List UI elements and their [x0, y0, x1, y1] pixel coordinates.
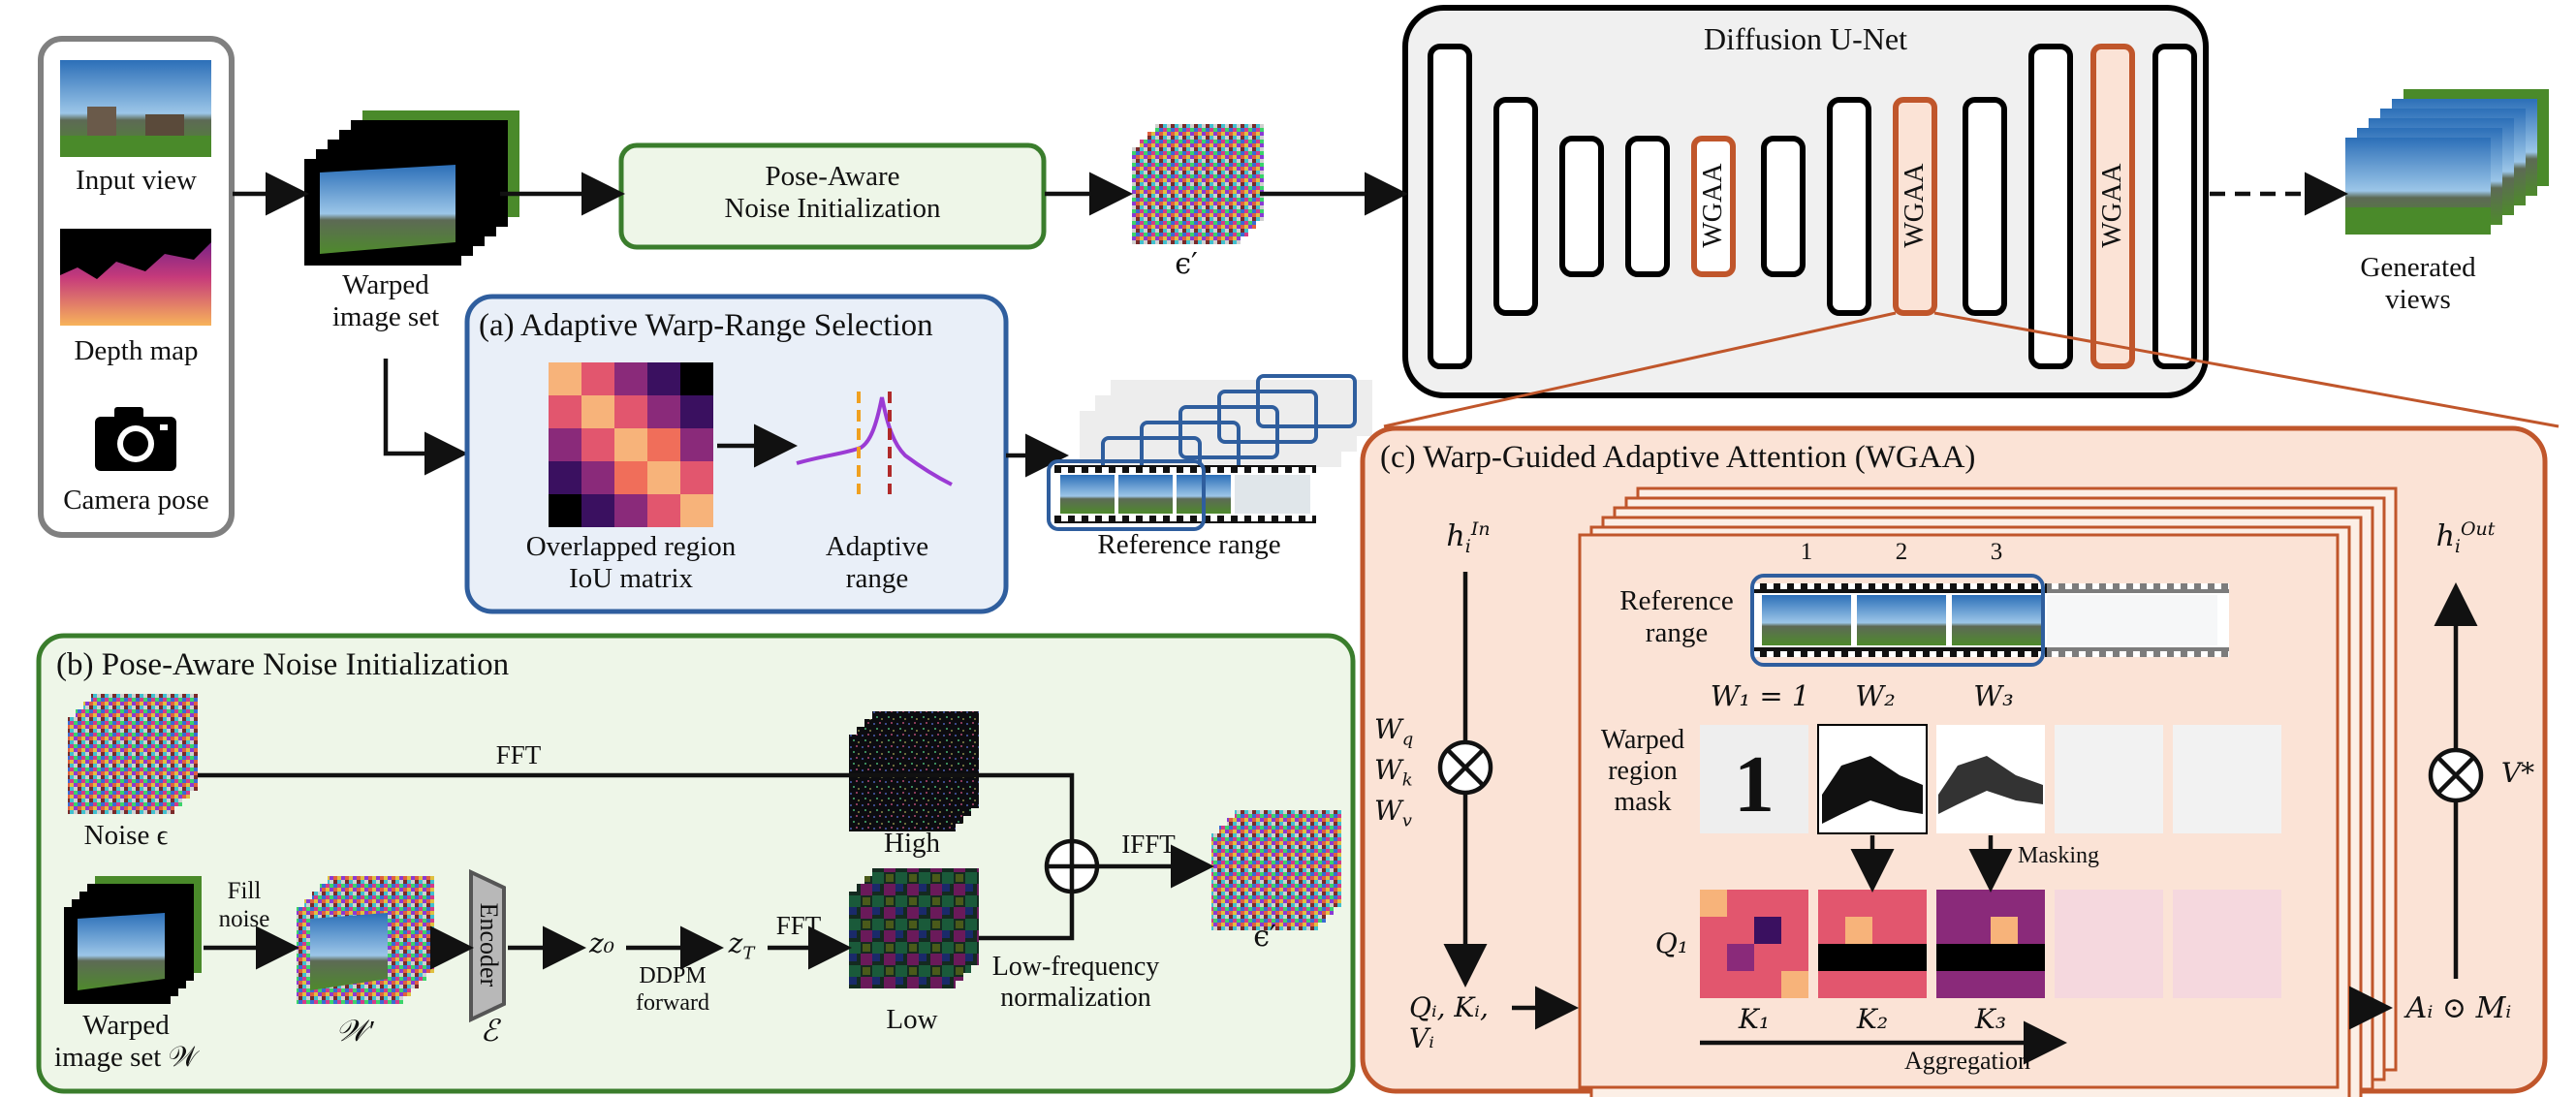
panel-c-title: (c) Warp-Guided Adaptive Attention (WGAA… [1380, 440, 1976, 475]
low-freq-stack [849, 868, 979, 988]
w3-label: W₃ [1973, 679, 2014, 712]
depth-map-label: Depth map [74, 335, 199, 366]
camera-pose-label: Camera pose [63, 485, 209, 516]
warped-image-stack [304, 110, 519, 266]
zoom-connector [1383, 311, 2560, 428]
v-star-label: V* [2500, 757, 2535, 789]
warped-set-w-stack [64, 876, 202, 1004]
reference-range-strips [1047, 374, 1372, 531]
fft-low-label: FFT [775, 911, 822, 940]
k1-label: K₁ [1738, 1003, 1771, 1035]
input-view-label: Input view [76, 165, 197, 196]
eps-prime-out-stack [1211, 810, 1341, 930]
ai-mi-label: Aᵢ ⊙ Mᵢ [2405, 991, 2512, 1025]
panel-b-arrows [198, 772, 1214, 970]
panel-c-arrows [1437, 572, 2484, 1065]
weight-matrices-label: Wq Wk Wv [1374, 713, 1414, 831]
wgaa-reference-strip [1750, 574, 2229, 667]
h-out-label: hiOut [2435, 518, 2496, 557]
qkv-label: Qᵢ, Kᵢ, Vᵢ [1409, 991, 1489, 1055]
depth-map-image [60, 229, 211, 326]
reference-range-label: Reference range [1097, 529, 1281, 560]
panel-a-title: (a) Adaptive Warp-Range Selection [479, 308, 933, 343]
adaptive-range-plot [796, 392, 953, 494]
ref-index-2: 2 [1895, 539, 1908, 565]
wgaa-blocks [1691, 44, 2135, 369]
high-freq-stack [849, 711, 979, 831]
unet-blocks [1428, 44, 2197, 369]
panel-b-title: (b) Pose-Aware Noise Initialization [56, 647, 510, 682]
wgaa-label-2: WGAA [1899, 163, 1930, 248]
iou-matrix [549, 362, 713, 527]
w2-label: W₂ [1855, 679, 1896, 712]
fft-top-label: FFT [495, 740, 542, 769]
camera-icon [95, 407, 176, 471]
eps-prime-out-label: ϵ′ [1253, 920, 1276, 954]
q1-label: Q₁ [1654, 927, 1689, 959]
panel-b [36, 633, 1356, 1094]
high-label: High [884, 828, 940, 859]
noise-eps-stack [68, 694, 198, 814]
encoder-trapezoid [469, 868, 506, 1023]
input-view-image [60, 60, 211, 157]
eps-prime-label: ϵ′ [1175, 247, 1198, 281]
ref-index-1: 1 [1800, 539, 1813, 565]
unet-title: Diffusion U-Net [1703, 21, 1908, 56]
low-label: Low [886, 1004, 938, 1035]
w1-label: W₁ = 1 [1710, 679, 1810, 712]
wgaa-label-1: WGAA [1697, 163, 1728, 248]
attention-maps [1700, 890, 2281, 998]
encoder-label: Encoder [474, 902, 503, 987]
mask-one: 1 [1734, 739, 1775, 830]
ref-index-3: 3 [1990, 539, 2003, 565]
warped-region-masks [1700, 724, 2281, 834]
aggregation-label: Aggregation [1904, 1047, 2030, 1075]
k2-label: K₂ [1856, 1003, 1889, 1035]
z0-label: z₀ [589, 927, 614, 959]
w-prime-stack [297, 876, 434, 1004]
noise-eps-label: Noise ϵ [83, 820, 169, 851]
k3-label: K₃ [1974, 1003, 2007, 1035]
eps-prime-noise [1132, 124, 1264, 244]
zT-label: zT [728, 927, 755, 964]
generated-views-stack [2345, 89, 2549, 235]
w-prime-label: 𝒲′ [335, 1014, 374, 1048]
h-in-label: hiIn [1446, 518, 1491, 557]
ifft-label: IFFT [1121, 830, 1176, 859]
wgaa-label-3: WGAA [2096, 163, 2127, 248]
masking-label: Masking [2018, 843, 2099, 868]
top-arrows [233, 172, 2348, 476]
encoder-symbol: ℰ [480, 1014, 499, 1048]
